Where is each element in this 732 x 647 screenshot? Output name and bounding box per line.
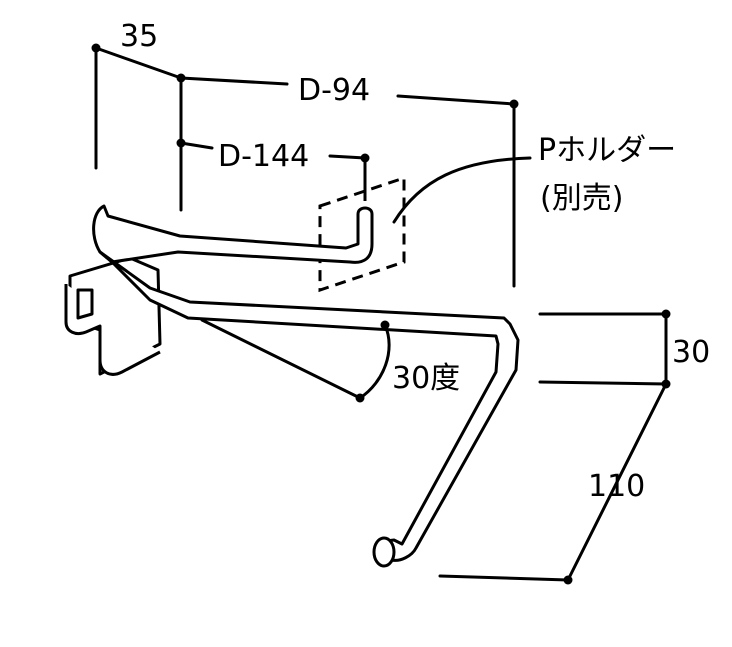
p-holder-outline: [318, 175, 406, 293]
p-holder-note: (別売): [540, 181, 623, 216]
main-wire-arm: [98, 250, 520, 562]
top-dimension-lines: [91, 43, 519, 288]
dim-d144-label: D-144: [218, 139, 309, 174]
angle-label: 30度: [392, 361, 460, 396]
mounting-clip: [64, 256, 162, 376]
hook-tip: [372, 536, 396, 568]
angle-marker: [200, 318, 391, 403]
p-holder-leader: [392, 156, 532, 224]
dim-d94-label: D-94: [298, 73, 370, 108]
p-holder-label: Pホルダー: [538, 133, 676, 168]
dim-35-label: 35: [120, 19, 158, 54]
dim-110-label: 110: [588, 469, 645, 504]
right-dimension-lines: [438, 309, 671, 585]
dim-30-label: 30: [672, 335, 710, 370]
upper-wire-arm: [92, 204, 374, 264]
